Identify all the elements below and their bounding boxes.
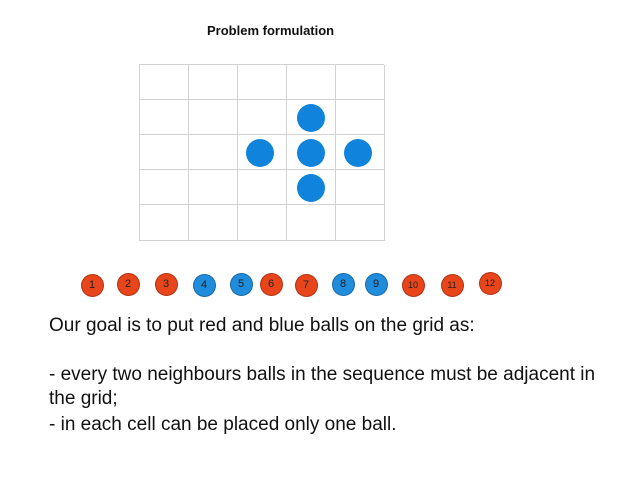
grid-cell	[287, 65, 336, 100]
grid-cell	[140, 205, 189, 241]
goal-text: Our goal is to put red and blue balls on…	[49, 315, 475, 336]
sequence-ball-4: 4	[192, 273, 216, 297]
sequence-ball-1: 1	[80, 273, 104, 297]
sequence-ball-3: 3	[154, 272, 178, 296]
slide-title: Problem formulation	[207, 23, 335, 38]
grid-cell	[140, 135, 189, 170]
sequence-ball-6: 6	[259, 272, 283, 296]
grid-ball	[344, 139, 372, 167]
grid-ball	[297, 174, 325, 202]
grid-cell	[287, 205, 336, 241]
grid-ball	[246, 139, 274, 167]
rule-adjacent-line1: - every two neighbours balls in the sequ…	[49, 364, 596, 385]
grid-cell	[238, 100, 287, 135]
grid-ball	[297, 104, 325, 132]
grid-cell	[189, 205, 238, 241]
sequence-ball-10: 10	[401, 273, 425, 297]
placement-grid	[139, 64, 385, 241]
grid-cell	[287, 135, 336, 170]
sequence-ball-2: 2	[116, 272, 140, 296]
grid-cell	[287, 170, 336, 205]
grid-cell	[336, 65, 385, 100]
grid-cell	[238, 170, 287, 205]
grid-cell	[336, 100, 385, 135]
grid-cell	[189, 170, 238, 205]
grid-cell	[189, 100, 238, 135]
grid-cell	[238, 65, 287, 100]
grid-cell	[336, 205, 385, 241]
grid-cell	[287, 100, 336, 135]
sequence-ball-8: 8	[331, 272, 355, 296]
grid-cell	[336, 135, 385, 170]
sequence-ball-7: 7	[294, 273, 318, 297]
grid-cell	[140, 65, 189, 100]
grid-cell	[140, 100, 189, 135]
sequence-ball-5: 5	[229, 272, 253, 296]
grid-cell	[238, 135, 287, 170]
rule-one-ball-per-cell: - in each cell can be placed only one ba…	[49, 414, 397, 435]
grid-cell	[238, 205, 287, 241]
rule-adjacent-line2: the grid;	[49, 388, 118, 409]
grid-ball	[297, 139, 325, 167]
grid-cell	[189, 65, 238, 100]
sequence-ball-12: 12	[478, 271, 502, 295]
grid-cell	[140, 170, 189, 205]
grid-cell	[189, 135, 238, 170]
sequence-ball-11: 11	[440, 273, 464, 297]
grid-cell	[336, 170, 385, 205]
sequence-ball-9: 9	[364, 272, 388, 296]
